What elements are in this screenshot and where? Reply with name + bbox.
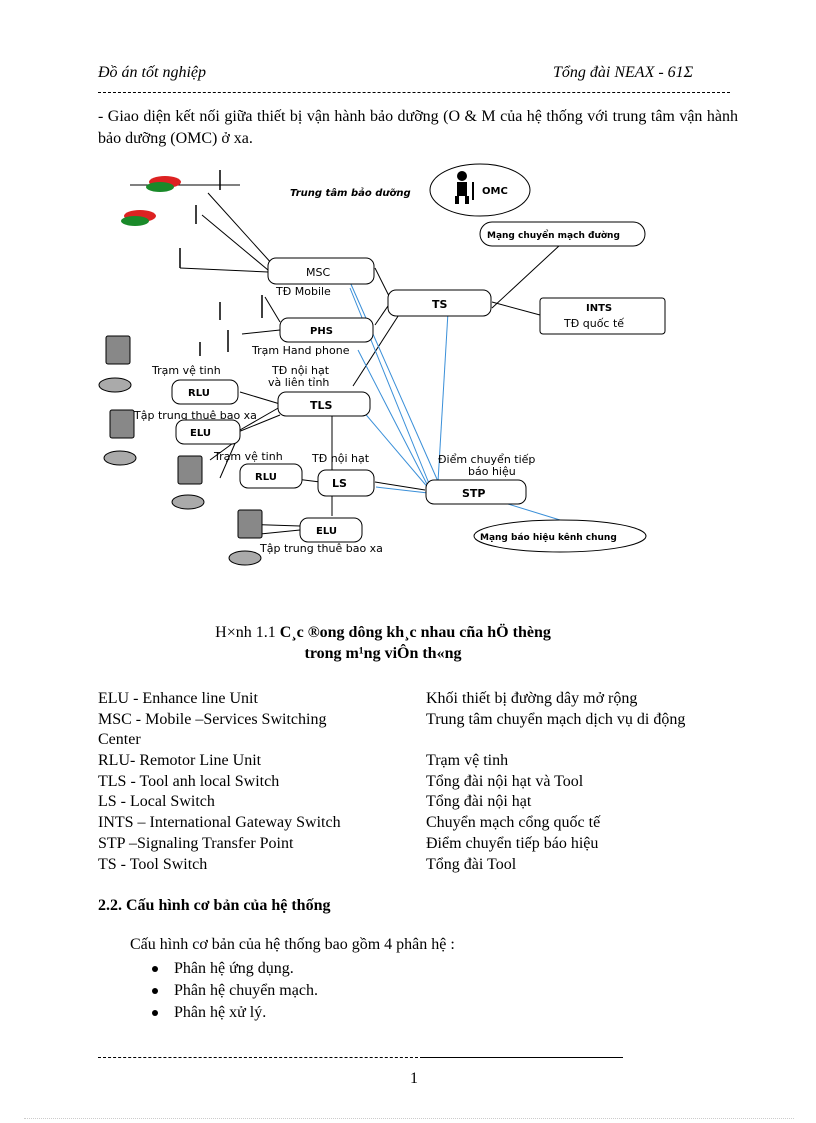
header-divider [98, 92, 730, 93]
technician-icon [455, 171, 474, 204]
definition-meaning: Khối thiết bị đường dây mở rộng [426, 690, 638, 707]
definition-term: ELU - Enhance line Unit [98, 690, 258, 707]
msc-text: MSC [306, 266, 330, 279]
figure-caption-line1: H×nh 1.1 C¸c ®ong dông kh¸c nhau cña hÖ … [98, 624, 668, 642]
bullet-icon [152, 1010, 158, 1016]
definition-meaning: Tổng đài Tool [426, 855, 517, 873]
stp-caption-2: báo hiệu [468, 465, 516, 478]
elu-caption-upper: Tập trung thuê bao xa [133, 409, 257, 422]
bullet-icon [152, 988, 158, 994]
tls-text: TLS [310, 399, 333, 412]
signaling-network-text: Mạng báo hiệu kênh chung [480, 532, 617, 543]
ls-caption: TĐ nội hạt [311, 452, 370, 465]
elu-caption-lower: Tập trung thuê bao xa [259, 542, 383, 555]
section-intro: Cấu hình cơ bản của hệ thống bao gồm 4 p… [130, 936, 455, 953]
tls-node [277, 391, 371, 417]
bullet-list: Phân hệ ứng dụng. Phân hệ chuyển mạch. P… [152, 958, 552, 1024]
msc-node [267, 257, 375, 285]
list-item: Phân hệ ứng dụng. [152, 958, 552, 980]
mobile-car-icon-2 [121, 210, 156, 226]
rlu-text-lower: RLU [255, 472, 277, 483]
msc-caption: TĐ Mobile [275, 285, 331, 298]
elu-text-upper: ELU [190, 428, 211, 439]
ls-node [317, 469, 375, 497]
definition-meaning: Chuyển mạch cổng quốc tế [426, 814, 601, 832]
figure-caption-number: H×nh 1.1 [215, 624, 280, 641]
definition-meaning: Tổng đài nội hạt [426, 793, 532, 811]
section-heading: 2.2. Cấu hình cơ bản của hệ thống [98, 897, 331, 914]
header-right: Tổng đài NEAX - 61Σ [553, 64, 694, 81]
ints-text: INTS [586, 303, 612, 314]
antenna-icons [179, 170, 263, 356]
elu-text-lower: ELU [316, 526, 337, 537]
definition-term: STP –Signaling Transfer Point [98, 834, 294, 852]
list-item: Phân hệ xử lý. [152, 1002, 552, 1024]
circuit-network-text: Mạng chuyển mạch đường [487, 229, 620, 241]
footer-divider-dashed [98, 1057, 423, 1058]
phs-caption: Trạm Hand phone [251, 344, 350, 357]
omc-label: Trung tâm bảo dưỡng [290, 187, 411, 199]
phs-text: PHS [310, 326, 333, 337]
stp-text: STP [462, 487, 486, 500]
network-diagram: Trung tâm bảo dưỡng OMC Mạng chuyển mạch… [98, 163, 666, 566]
signaling-network-node [473, 519, 647, 553]
desk-phone-icons [98, 377, 262, 566]
definition-term: RLU- Remotor Line Unit [98, 752, 262, 770]
definition-meaning [426, 730, 746, 751]
list-item: Phân hệ chuyển mạch. [152, 980, 552, 1002]
figure-caption-title: C¸c ®ong dông kh¸c nhau cña hÖ thèng [279, 624, 551, 641]
definition-meaning: Tổng đài nội hạt và Tool [426, 772, 584, 790]
definition-term: MSC - Mobile –Services Switching [98, 710, 327, 728]
definition-term: LS - Local Switch [98, 793, 215, 811]
omc-node [429, 163, 531, 217]
rlu-node-lower [239, 463, 303, 489]
elu-node-upper [175, 419, 241, 445]
stp-caption-1: Điểm chuyển tiếp [438, 453, 535, 466]
definition-meaning: Trạm vệ tinh [426, 752, 509, 770]
ints-node [539, 297, 666, 335]
ints-caption: TĐ quốc tế [563, 317, 624, 330]
footer-divider-solid [423, 1057, 623, 1058]
ls-text: LS [332, 477, 347, 490]
omc-text: OMC [482, 186, 508, 197]
rlu-node-upper [171, 379, 239, 405]
header-left: Đồ án tốt nghiệp [98, 64, 206, 81]
definition-term: Center [98, 731, 141, 749]
definition-term: INTS – International Gateway Switch [98, 814, 341, 832]
diagram-black-links [130, 184, 561, 537]
rlu-caption-upper: Trạm vệ tinh [151, 364, 221, 377]
ts-node [387, 289, 492, 317]
tls-caption-2: và liên tỉnh [268, 376, 329, 389]
definition-meaning: Trung tâm chuyển mạch dịch vụ di động [426, 710, 686, 728]
circuit-network-node [479, 221, 646, 247]
telephone-icons [105, 335, 263, 539]
definitions-meanings: Khối thiết bị đường dây mở rộng Trung tâ… [426, 689, 746, 875]
page-number: 1 [410, 1070, 418, 1087]
phs-node [279, 317, 374, 343]
figure-caption-line2: trong m¹ng viÔn th«ng [304, 645, 462, 662]
ts-text: TS [432, 298, 448, 311]
definitions-terms: ELU - Enhance line Unit MSC - Mobile –Se… [98, 689, 418, 875]
rlu-text-upper: RLU [188, 388, 210, 399]
rlu-caption-lower: Trạm vệ tinh [213, 450, 283, 463]
intro-paragraph: - Giao diện kết nối giữa thiết bị vận hà… [98, 108, 738, 147]
mobile-car-icon [146, 176, 181, 192]
page-bottom-border [24, 1118, 794, 1119]
definition-meaning: Điểm chuyển tiếp báo hiệu [426, 834, 599, 852]
elu-node-lower [299, 517, 363, 543]
tls-caption-1: TĐ nội hạt [271, 364, 330, 377]
definition-term: TLS - Tool anh local Switch [98, 772, 280, 790]
bullet-icon [152, 966, 158, 972]
stp-node [425, 479, 527, 505]
definition-term: TS - Tool Switch [98, 855, 208, 873]
